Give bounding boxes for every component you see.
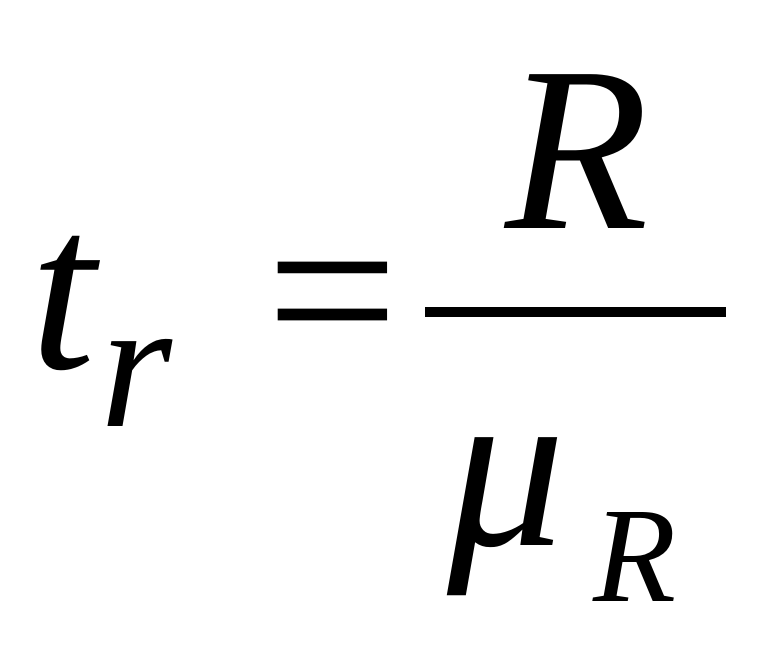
lhs-symbol: t — [30, 159, 100, 419]
numerator: R — [503, 19, 649, 279]
lhs-subscript: r — [100, 262, 173, 467]
denominator-subscript: R — [592, 481, 676, 631]
formula-lhs: t r — [30, 159, 173, 467]
denominator-symbol: μ — [446, 336, 565, 596]
fraction-bar — [425, 307, 726, 317]
equals-sign: = — [266, 160, 399, 420]
fraction: R μ R — [425, 19, 726, 631]
